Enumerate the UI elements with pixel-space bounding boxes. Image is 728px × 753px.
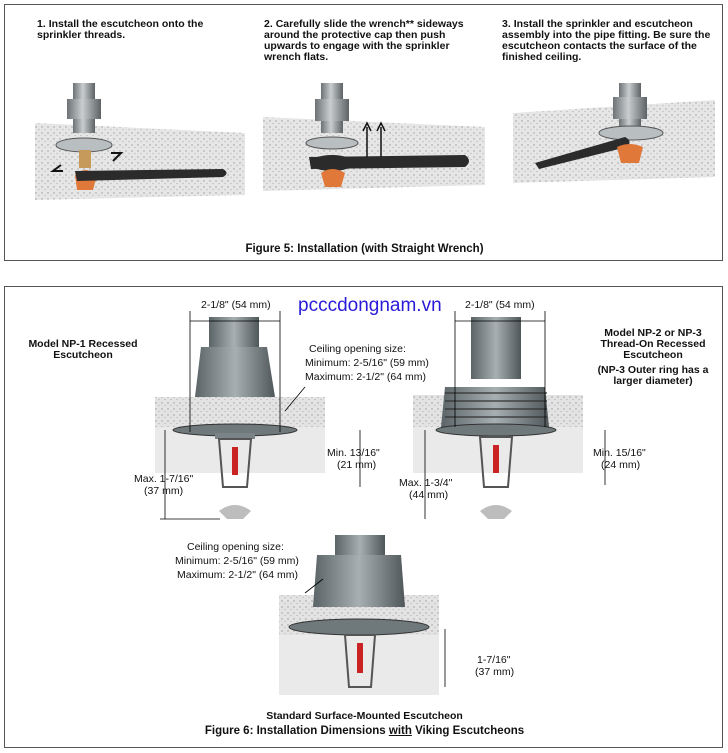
np1-width-dimension: 2-1/8" (54 mm) <box>201 299 271 311</box>
step-2-text: 2. Carefully slide the wrench** sideways… <box>264 18 464 63</box>
figure-5-panel: 1. Install the escutcheon onto the sprin… <box>4 4 723 261</box>
step-2-illustration <box>263 83 485 191</box>
np1-title: Model NP-1 Recessed Escutcheon <box>28 338 138 361</box>
figure-6-illustrations <box>155 311 606 695</box>
np1-opening-min: Minimum: 2-5/16" (59 mm) <box>305 357 429 369</box>
standard-dimension-in: 1-7/16" <box>477 654 511 666</box>
np2-title: Model NP-2 or NP-3 Thread-On Recessed Es… <box>600 327 706 361</box>
figure-6-caption-post: Viking Escutcheons <box>411 725 525 737</box>
step-1-text: 1. Install the escutcheon onto the sprin… <box>37 18 204 41</box>
np2-min-dimension-in: Min. 15/16" <box>593 447 646 459</box>
np1-opening-max: Maximum: 2-1/2" (64 mm) <box>305 371 426 383</box>
step-1-illustration <box>35 83 245 200</box>
np2-max-dimension: Max. 1-3/4" (44 mm) <box>399 477 452 501</box>
np1-max-dimension-in: Max. 1-7/16" <box>134 473 194 485</box>
figure-6-caption: Figure 6: Installation Dimensions with V… <box>5 725 724 737</box>
step-3-illustration <box>513 83 715 183</box>
standard-opening-min: Minimum: 2-5/16" (59 mm) <box>175 555 299 567</box>
standard-dimension-mm: (37 mm) <box>475 666 515 678</box>
standard-opening-title: Ceiling opening size: <box>187 541 284 553</box>
np2-min-dimension: Min. 15/16" (24 mm) <box>593 447 646 471</box>
np1-min-dimension-mm: (21 mm) <box>337 459 377 471</box>
standard-escutcheon-illustration <box>279 535 446 695</box>
watermark-text: pcccdongnam.vn <box>298 295 442 316</box>
np2-max-dimension-in: Max. 1-3/4" <box>399 477 453 489</box>
np2-note: (NP-3 Outer ring has a larger diameter) <box>597 364 709 387</box>
np1-min-dimension: Min. 13/16" (21 mm) <box>327 447 380 471</box>
step-3-text: 3. Install the sprinkler and escutcheon … <box>502 18 711 63</box>
np1-escutcheon-illustration <box>155 311 361 520</box>
np1-max-dimension-mm: (37 mm) <box>144 485 184 497</box>
figure-5-illustrations <box>35 83 715 200</box>
standard-dimension: 1-7/16" (37 mm) <box>475 654 514 678</box>
standard-title: Standard Surface-Mounted Escutcheon <box>266 710 463 722</box>
np2-min-dimension-mm: (24 mm) <box>601 459 641 471</box>
np1-min-dimension-in: Min. 13/16" <box>327 447 380 459</box>
standard-opening-max: Maximum: 2-1/2" (64 mm) <box>177 569 298 581</box>
np1-opening-title: Ceiling opening size: <box>309 343 406 355</box>
figure-6-panel: pcccdongnam.vn 2-1/8" (54 mm) Model NP-1… <box>4 286 723 748</box>
figure-6-caption-pre: Figure 6: Installation Dimensions <box>204 725 389 737</box>
np1-max-dimension: Max. 1-7/16" (37 mm) <box>134 473 193 497</box>
figure-5-caption: Figure 5: Installation (with Straight Wr… <box>245 243 484 255</box>
np2-escutcheon-illustration <box>413 311 606 519</box>
np2-width-dimension: 2-1/8" (54 mm) <box>465 299 535 311</box>
np2-max-dimension-mm: (44 mm) <box>409 489 449 501</box>
figure-6-caption-underlined: with <box>388 725 412 737</box>
